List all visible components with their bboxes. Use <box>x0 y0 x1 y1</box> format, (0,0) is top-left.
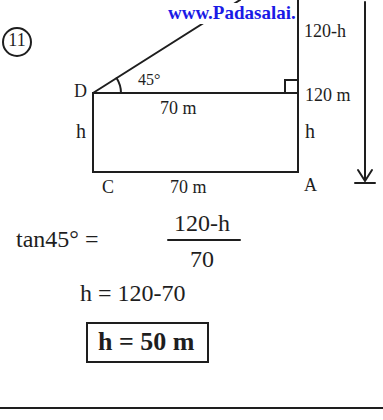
callout-number: 11 <box>3 31 31 51</box>
dimension-tick <box>355 182 375 184</box>
number-circle <box>3 28 31 56</box>
dimension-label: 70 m <box>170 178 207 198</box>
dimension-arrow <box>358 170 372 181</box>
equation: h = 120-70 <box>80 280 186 306</box>
watermark: www.Padasalai. <box>168 3 296 24</box>
point-label: D <box>74 82 87 102</box>
dimension-label: h <box>76 120 86 142</box>
fraction-denominator: 70 <box>190 246 214 272</box>
rule-line <box>0 407 383 409</box>
fraction-numerator: 120-h <box>174 210 230 236</box>
angle-arc <box>117 78 121 93</box>
dimension-line <box>364 2 366 180</box>
dimension-label: h <box>305 120 315 142</box>
point-label: C <box>102 178 114 198</box>
dimension-label: 70 m <box>160 99 197 119</box>
equation: tan45° = <box>16 226 98 252</box>
dimension-label: 120-h <box>304 22 346 42</box>
fraction-bar <box>168 239 240 241</box>
right-angle-mark <box>285 80 298 93</box>
dimension-label: 120 m <box>305 86 351 106</box>
building-rectangle <box>93 93 298 172</box>
answer-box: h = 50 m <box>86 322 209 363</box>
angle-label: 45° <box>138 71 160 89</box>
point-label: A <box>304 176 317 196</box>
answer-text: h = 50 m <box>98 328 197 357</box>
